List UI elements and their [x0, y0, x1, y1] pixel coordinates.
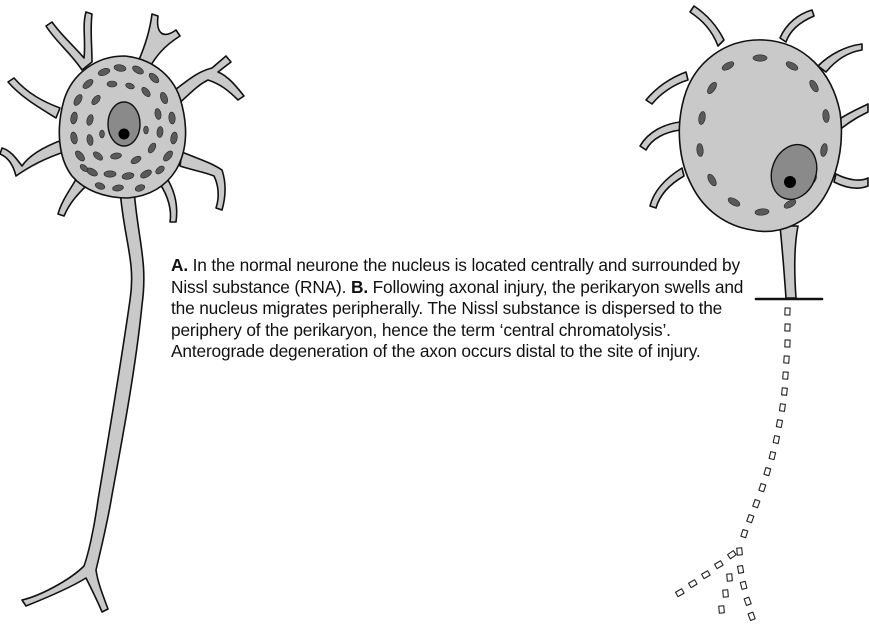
figure-caption: A. In the normal neurone the nucleus is …	[171, 255, 746, 363]
neuron-b-dendrite	[838, 104, 868, 128]
neuron-b-dendrite	[650, 168, 684, 208]
neuron-a-nucleolus	[119, 129, 130, 140]
neuron-a-dendrite	[180, 152, 225, 210]
neuron-b-dendrite	[780, 10, 814, 42]
caption-label-a: A.	[171, 255, 188, 275]
neuron-a-dendrites	[46, 12, 92, 70]
neuron-a-dendrite	[172, 56, 244, 104]
neuron-b-dendrite	[834, 174, 868, 188]
caption-label-b: B.	[351, 277, 368, 297]
neuron-b-axon-stump	[780, 226, 798, 298]
neuron-a-axon	[22, 190, 144, 612]
neuron-b-nucleolus	[784, 176, 796, 188]
neuron-a-dendrite	[0, 140, 64, 176]
neuron-b-dendrite	[646, 72, 688, 104]
neuron-a-dendrite	[8, 78, 60, 118]
neuron-b-dendrite	[818, 44, 862, 72]
neuron-b-dendrite	[690, 6, 724, 46]
neuron-a-dendrite	[160, 180, 177, 222]
neuron-b-dendrite	[640, 122, 680, 150]
neuron-b-soma	[679, 40, 841, 232]
